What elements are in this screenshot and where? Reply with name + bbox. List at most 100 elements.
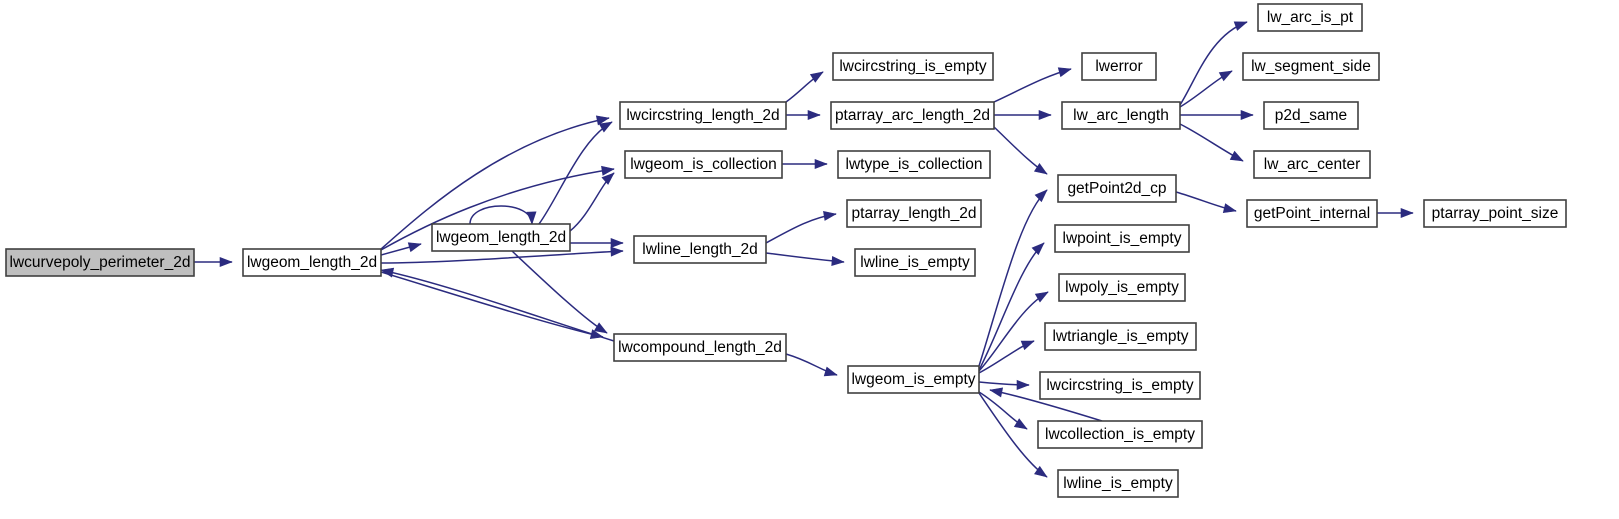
node-lwpoint_is_empty[interactable]: lwpoint_is_empty bbox=[1054, 224, 1190, 253]
node-ptarray_arc_length_2d[interactable]: ptarray_arc_length_2d bbox=[830, 101, 995, 130]
edge-arrowhead bbox=[593, 322, 608, 334]
node-box[interactable] bbox=[1423, 199, 1567, 228]
node-box[interactable] bbox=[1081, 52, 1157, 81]
edge-line bbox=[469, 205, 533, 225]
call-edge bbox=[380, 246, 624, 264]
node-lwgeom_is_collection[interactable]: lwgeom_is_collection bbox=[624, 150, 783, 179]
node-box[interactable] bbox=[1058, 273, 1186, 302]
node-box[interactable] bbox=[846, 199, 982, 228]
call-edge bbox=[570, 237, 624, 249]
edge-arrowhead bbox=[601, 165, 615, 176]
node-lwline_length_2d[interactable]: lwline_length_2d bbox=[633, 235, 767, 264]
node-lw_arc_is_pt[interactable]: lw_arc_is_pt bbox=[1257, 3, 1363, 32]
node-lwcircstring_length_2d[interactable]: lwcircstring_length_2d bbox=[619, 101, 787, 130]
node-box[interactable] bbox=[1057, 174, 1177, 203]
edge-arrowhead bbox=[610, 237, 624, 249]
call-edge bbox=[1180, 109, 1254, 121]
node-box[interactable] bbox=[1057, 469, 1179, 498]
edge-arrowhead bbox=[1034, 189, 1048, 203]
node-box[interactable] bbox=[1257, 3, 1363, 32]
node-box[interactable] bbox=[431, 223, 571, 252]
node-lwgeom_is_empty[interactable]: lwgeom_is_empty bbox=[847, 365, 980, 394]
node-box[interactable] bbox=[1039, 371, 1201, 400]
node-box[interactable] bbox=[847, 365, 980, 394]
node-lwcompound_length_2d[interactable]: lwcompound_length_2d bbox=[613, 333, 787, 362]
node-box[interactable] bbox=[624, 150, 783, 179]
node-layer: lwcurvepoly_perimeter_2d lwgeom_length_2d… bbox=[5, 3, 1567, 498]
edge-line bbox=[978, 392, 1048, 478]
node-box[interactable] bbox=[1054, 224, 1190, 253]
edge-line bbox=[511, 250, 608, 334]
node-box[interactable] bbox=[837, 150, 991, 179]
node-ptarray_length_2d[interactable]: ptarray_length_2d bbox=[846, 199, 982, 228]
node-box[interactable] bbox=[830, 101, 995, 130]
node-box[interactable] bbox=[832, 52, 994, 81]
call-edge bbox=[993, 126, 1048, 175]
call-edge bbox=[765, 252, 845, 266]
edge-arrowhead bbox=[601, 172, 615, 185]
node-box[interactable] bbox=[1037, 420, 1203, 449]
node-box[interactable] bbox=[242, 248, 382, 277]
edge-arrowhead bbox=[823, 366, 838, 377]
call-edge bbox=[786, 109, 821, 121]
edge-arrowhead bbox=[1013, 418, 1028, 430]
node-lwtype_is_collection[interactable]: lwtype_is_collection bbox=[837, 150, 991, 179]
edge-line bbox=[978, 242, 1045, 371]
node-box[interactable] bbox=[854, 248, 976, 277]
edge-arrowhead bbox=[1031, 242, 1045, 256]
node-lwtriangle_is_empty[interactable]: lwtriangle_is_empty bbox=[1044, 322, 1197, 351]
call-edge bbox=[785, 71, 824, 103]
edge-arrowhead bbox=[823, 210, 837, 221]
edge-line bbox=[380, 269, 615, 342]
edge-arrowhead bbox=[595, 115, 610, 126]
node-lwcircstring_is_empty_1[interactable]: lwcircstring_is_empty bbox=[832, 52, 994, 81]
node-getPoint2d_cp[interactable]: getPoint2d_cp bbox=[1057, 174, 1177, 203]
node-lw_segment_side[interactable]: lw_segment_side bbox=[1242, 52, 1380, 81]
call-edge bbox=[978, 291, 1049, 372]
edge-arrowhead bbox=[598, 121, 613, 133]
call-edge bbox=[380, 242, 422, 256]
edge-arrowhead bbox=[1218, 70, 1233, 82]
node-lwline_is_empty_1[interactable]: lwline_is_empty bbox=[854, 248, 976, 277]
node-lwcurvepoly_perimeter_2d[interactable]: lwcurvepoly_perimeter_2d bbox=[5, 248, 195, 277]
node-box[interactable] bbox=[1246, 199, 1378, 228]
node-lwgeom_length_2d_b[interactable]: lwgeom_length_2d bbox=[431, 223, 571, 252]
edge-arrowhead bbox=[1229, 150, 1244, 162]
node-lw_arc_center[interactable]: lw_arc_center bbox=[1253, 150, 1371, 179]
node-lwcollection_is_empty[interactable]: lwcollection_is_empty bbox=[1037, 420, 1203, 449]
node-box[interactable] bbox=[5, 248, 195, 277]
call-edge bbox=[1179, 70, 1233, 108]
call-edge bbox=[380, 115, 610, 250]
node-lwpoly_is_empty[interactable]: lwpoly_is_empty bbox=[1058, 273, 1186, 302]
edge-arrowhead bbox=[1222, 203, 1237, 214]
edge-line bbox=[380, 117, 610, 250]
call-edge bbox=[511, 250, 608, 334]
node-lwgeom_length_2d_a[interactable]: lwgeom_length_2d bbox=[242, 248, 382, 277]
node-box[interactable] bbox=[1044, 322, 1197, 351]
node-ptarray_point_size[interactable]: ptarray_point_size bbox=[1423, 199, 1567, 228]
call-edge bbox=[1377, 207, 1414, 219]
node-box[interactable] bbox=[1061, 101, 1181, 130]
node-box[interactable] bbox=[1242, 52, 1380, 81]
edge-arrowhead bbox=[809, 71, 824, 83]
call-edge bbox=[469, 205, 537, 225]
node-box[interactable] bbox=[633, 235, 767, 264]
call-edge bbox=[380, 267, 615, 342]
node-p2d_same[interactable]: p2d_same bbox=[1263, 101, 1359, 130]
node-getPoint_internal[interactable]: getPoint_internal bbox=[1246, 199, 1378, 228]
edge-arrowhead bbox=[407, 242, 422, 253]
edge-arrowhead bbox=[831, 255, 845, 266]
node-lwcircstring_is_empty_2[interactable]: lwcircstring_is_empty bbox=[1039, 371, 1201, 400]
call-edge bbox=[538, 121, 613, 225]
node-lw_arc_length[interactable]: lw_arc_length bbox=[1061, 101, 1181, 130]
edge-arrowhead bbox=[1400, 207, 1414, 219]
edge-arrowhead bbox=[610, 246, 624, 257]
node-box[interactable] bbox=[619, 101, 787, 130]
node-box[interactable] bbox=[1253, 150, 1371, 179]
call-edge bbox=[978, 242, 1045, 371]
node-box[interactable] bbox=[1263, 101, 1359, 130]
node-lwline_is_empty_2[interactable]: lwline_is_empty bbox=[1057, 469, 1179, 498]
node-lwerror[interactable]: lwerror bbox=[1081, 52, 1157, 81]
node-box[interactable] bbox=[613, 333, 787, 362]
